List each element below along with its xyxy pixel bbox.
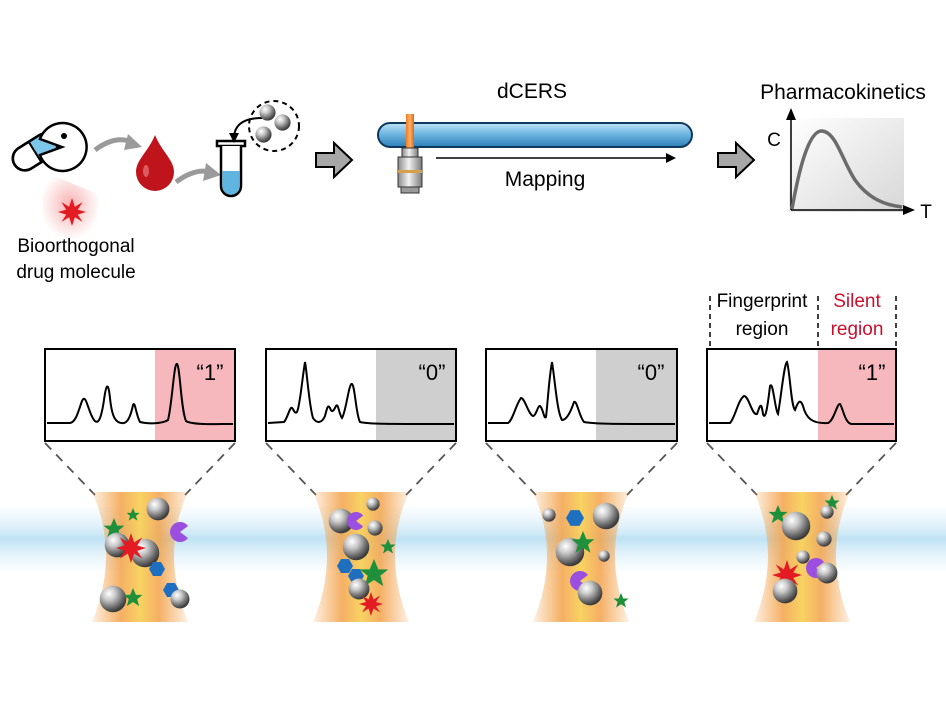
nanoparticle-icon xyxy=(781,511,811,541)
nanoparticle-icon xyxy=(820,505,834,519)
nanoparticle-circle xyxy=(248,100,300,152)
nanoparticle-icon xyxy=(146,497,170,521)
spectrum-trace xyxy=(47,362,234,426)
nanoparticle-icon xyxy=(99,585,127,613)
silent-label-line1: Silent xyxy=(833,291,881,312)
nanoparticle-icon xyxy=(592,502,620,530)
spectrum-trace xyxy=(267,361,455,425)
fingerprint-label-line2: region xyxy=(736,319,789,340)
test-tube-icon xyxy=(215,139,247,198)
spectrum-trace xyxy=(709,360,894,425)
nanoparticle-icon xyxy=(816,531,832,547)
drug-label-line2: drug molecule xyxy=(16,262,135,283)
nanoparticle-icon xyxy=(274,114,291,131)
code-label: “0” xyxy=(419,360,446,385)
code-label: “1” xyxy=(859,360,886,385)
nanoparticle-icon xyxy=(255,126,272,143)
nanoparticle-icon xyxy=(577,580,603,606)
dcers-title: dCERS xyxy=(497,80,567,103)
nanoparticle-icon xyxy=(598,550,610,562)
mouth-icon xyxy=(38,121,88,173)
pk-axis-x: T xyxy=(920,202,932,223)
block-arrow-icon xyxy=(717,140,756,180)
mapping-label: Mapping xyxy=(505,168,586,191)
spectrum-trace xyxy=(488,361,676,425)
pk-title: Pharmacokinetics xyxy=(760,81,926,104)
objective-lens-icon xyxy=(397,147,423,194)
spectrum-panel-3: “0” xyxy=(485,348,678,442)
nanoparticle-icon xyxy=(772,578,798,604)
code-label: “0” xyxy=(638,360,665,385)
block-arrow-icon xyxy=(315,140,354,180)
nanoparticle-icon xyxy=(170,589,190,609)
laser-beam xyxy=(406,114,414,148)
pk-curve xyxy=(790,129,903,210)
spectrum-panel-2: “0” xyxy=(265,348,457,442)
nanoparticle-icon xyxy=(259,104,276,121)
nanoparticle-icon xyxy=(348,578,370,600)
spectrum-panel-1: “1” xyxy=(44,348,236,442)
nanoparticle-icon xyxy=(816,562,838,584)
curved-arrow-icon xyxy=(93,134,142,153)
spectrum-panel-4: “1” xyxy=(706,348,897,442)
nanoparticle-icon xyxy=(366,497,380,511)
dcers-capillary xyxy=(377,122,693,148)
code-label: “1” xyxy=(197,360,224,385)
nanoparticle-icon xyxy=(542,508,556,522)
drug-label-line1: Bioorthogonal xyxy=(17,236,134,257)
pk-axis-y: C xyxy=(767,130,781,151)
zoom-lines xyxy=(44,442,897,496)
blood-drop-icon xyxy=(136,135,174,191)
nanoparticle-icon xyxy=(367,520,383,536)
nanoparticle-icon xyxy=(796,550,810,564)
fingerprint-label-line1: Fingerprint xyxy=(717,291,809,312)
curved-arrow-icon xyxy=(174,163,221,185)
silent-label-line2: region xyxy=(831,319,884,340)
nanoparticle-icon xyxy=(342,533,370,561)
